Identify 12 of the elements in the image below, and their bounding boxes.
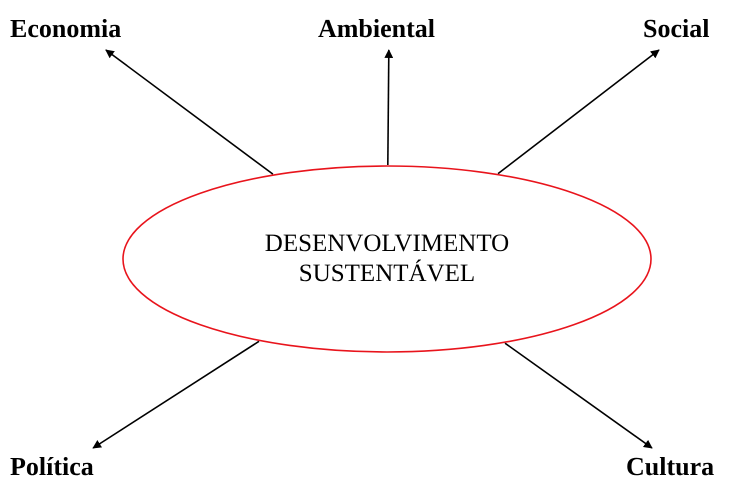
ellipse-node bbox=[122, 165, 652, 353]
node-title: DESENVOLVIMENTO SUSTENTÁVEL bbox=[264, 229, 510, 289]
category-label: Ambiental bbox=[318, 14, 460, 46]
category-label: Social bbox=[643, 14, 727, 46]
arrow bbox=[498, 49, 660, 174]
arrow bbox=[504, 342, 653, 449]
category-label: Economia bbox=[10, 14, 148, 46]
category-label: Política bbox=[10, 452, 114, 482]
category-label: Cultura bbox=[626, 452, 734, 482]
arrow bbox=[105, 49, 274, 175]
arrow bbox=[384, 49, 394, 165]
arrow bbox=[92, 340, 260, 449]
